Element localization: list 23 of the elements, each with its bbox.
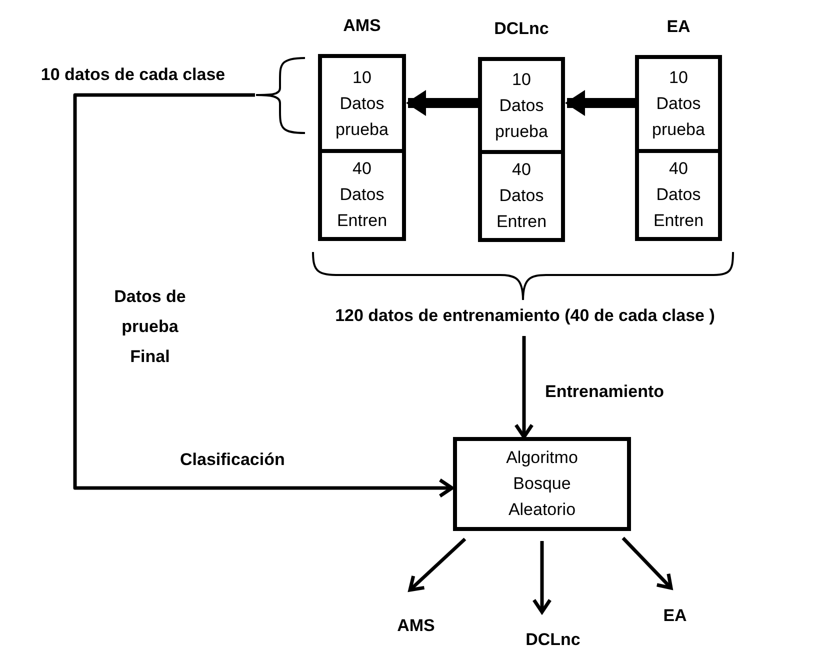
data-cell: 10 Datos prueba	[482, 61, 561, 150]
node-text: DCLnc	[518, 630, 588, 654]
data-cell: 40 Datos Entren	[322, 149, 402, 237]
data-cell: 10 Datos prueba	[639, 59, 718, 149]
arrow	[514, 336, 534, 439]
line-label: Datos de prueba Final	[113, 286, 187, 368]
arrow	[408, 538, 466, 592]
node-text: 120 datos de entrenamiento (40 de cada clase )	[300, 306, 750, 330]
block-arrow	[406, 90, 478, 116]
algorithm-box: Algoritmo Bosque Aleatorio	[453, 437, 631, 531]
group-label: 10 datos de cada clase	[40, 64, 226, 86]
arrow	[73, 93, 454, 498]
column-heading: EA	[666, 17, 692, 37]
block-arrow	[565, 90, 635, 116]
node-text: AMS	[388, 616, 444, 640]
node-text: EA	[655, 606, 695, 630]
data-cell: 10 Datos prueba	[322, 58, 402, 149]
data-cell: 40 Datos Entren	[639, 149, 718, 237]
column-heading: AMS	[342, 16, 382, 36]
arrow	[622, 536, 673, 590]
arrow	[532, 541, 552, 614]
data-cell: 40 Datos Entren	[482, 150, 561, 238]
column-heading: DCLnc	[493, 19, 550, 39]
